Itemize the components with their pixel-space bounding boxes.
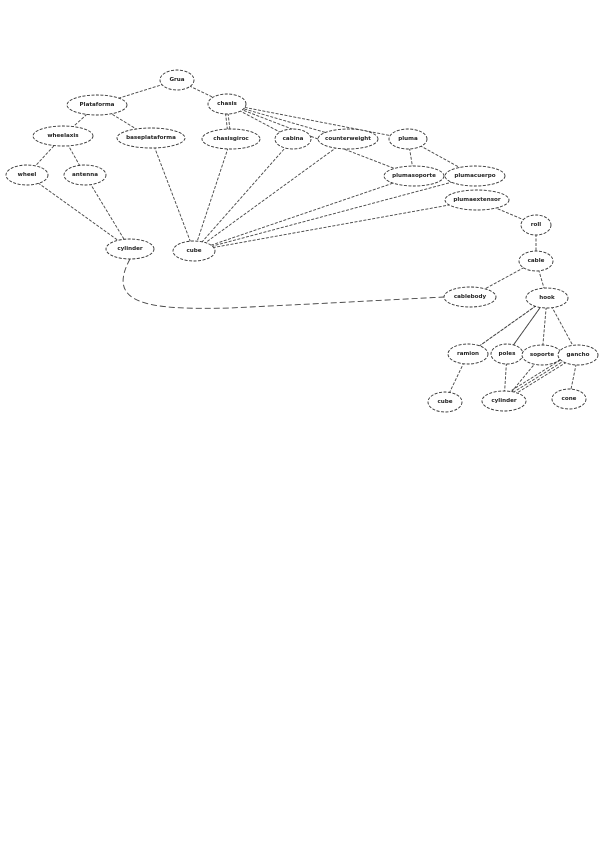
node-shape-grua <box>159 69 195 91</box>
node-shape-cabina <box>274 128 312 150</box>
node-label-cube1: cube <box>186 248 201 254</box>
node-shape-ramion <box>447 343 489 365</box>
node-shape-cable <box>518 250 554 272</box>
node-shape-pluma <box>388 128 428 150</box>
node-hook: hook <box>525 287 569 309</box>
node-wheelaxis: wheelaxis <box>32 125 94 147</box>
node-gancho: gancho <box>557 344 599 366</box>
node-label-cablebody: cablebody <box>454 294 487 300</box>
edge-chasisgiro-cube1 <box>193 138 232 252</box>
node-cube1: cube <box>172 240 216 262</box>
edge-cylinder1-cablebody <box>122 258 445 309</box>
node-cabina: cabina <box>274 128 312 150</box>
edge-ramion-hook <box>467 297 548 355</box>
node-shape-cylinder1 <box>105 238 155 260</box>
node-label-baseplataforma: baseplataforma <box>126 135 176 141</box>
node-label-gancho: gancho <box>567 352 590 358</box>
edge-chasis-cabina <box>226 103 294 140</box>
node-cylinder1: cylinder <box>105 238 155 260</box>
node-plumasoporte: plumasoporte <box>383 165 445 187</box>
node-shape-cube2 <box>427 391 463 413</box>
node-label-cylinder2: cylinder <box>491 398 517 404</box>
node-label-poles: poles <box>499 351 517 357</box>
node-shape-wheelaxis <box>32 125 94 147</box>
edge-chasis-pluma <box>226 103 409 140</box>
node-label-plumaextensor: plumaextensor <box>453 197 501 203</box>
node-label-wheel: wheel <box>18 172 37 178</box>
node-plumacuerpo: plumacuerpo <box>444 165 506 187</box>
node-shape-plumasoporte <box>383 165 445 187</box>
edge-baseplataforma-cube1 <box>150 137 195 252</box>
node-cone: cone <box>551 388 587 410</box>
edge-wheel-cylinder1 <box>26 174 131 250</box>
node-shape-cube1 <box>172 240 216 262</box>
node-label-cylinder1: cylinder <box>117 246 143 252</box>
node-counterweight: counterweight <box>317 128 379 150</box>
node-label-roll: roll <box>531 222 542 228</box>
node-label-counterweight: counterweight <box>325 136 371 142</box>
node-shape-chasis <box>207 93 247 115</box>
edge-poles-cylinder2 <box>503 353 508 402</box>
node-plataforma: Plataforma <box>66 94 128 116</box>
node-cube2: cube <box>427 391 463 413</box>
edge-hook-ramion <box>467 297 548 355</box>
node-label-chasisgiro: chasisgiroc <box>213 136 249 142</box>
node-cylinder2: cylinder <box>481 390 527 412</box>
node-shape-cone <box>551 388 587 410</box>
node-label-hook: hook <box>539 295 555 301</box>
node-shape-wheel <box>5 164 49 186</box>
node-label-ramion: ramion <box>457 351 479 357</box>
node-shape-gancho <box>557 344 599 366</box>
node-plumaextensor: plumaextensor <box>444 189 510 211</box>
node-label-plumasoporte: plumasoporte <box>392 173 436 179</box>
node-grua: Grua <box>159 69 195 91</box>
edge-cabina-cube1 <box>193 138 294 252</box>
node-shape-antenna <box>63 164 107 186</box>
node-shape-plataforma <box>66 94 128 116</box>
node-shape-cablebody <box>443 286 497 308</box>
edges-layer <box>26 79 579 403</box>
node-shape-plumaextensor <box>444 189 510 211</box>
node-label-pluma: pluma <box>398 136 418 142</box>
node-label-wheelaxis: wheelaxis <box>47 133 79 139</box>
node-ramion: ramion <box>447 343 489 365</box>
node-shape-cylinder2 <box>481 390 527 412</box>
node-baseplataforma: baseplataforma <box>116 127 186 149</box>
node-label-cone: cone <box>562 396 577 402</box>
node-antenna: antenna <box>63 164 107 186</box>
edge-plumaextensor-cube1 <box>193 199 478 252</box>
node-label-plumacuerpo: plumacuerpo <box>454 173 495 179</box>
node-label-cabina: cabina <box>283 136 304 142</box>
node-roll: roll <box>520 214 552 236</box>
node-soporte: soporte <box>521 344 563 366</box>
node-cable: cable <box>518 250 554 272</box>
node-chasisgiro: chasisgiroc <box>201 128 261 150</box>
edge-plumasoporte-cube1 <box>193 175 415 252</box>
node-label-cube2: cube <box>437 399 452 405</box>
node-shape-hook <box>525 287 569 309</box>
node-poles: poles <box>490 343 524 365</box>
node-shape-counterweight <box>317 128 379 150</box>
node-pluma: pluma <box>388 128 428 150</box>
edge-counterweight-cube1 <box>193 138 349 252</box>
node-chasis: chasis <box>207 93 247 115</box>
node-shape-chasisgiro <box>201 128 261 150</box>
node-shape-plumacuerpo <box>444 165 506 187</box>
node-wheel: wheel <box>5 164 49 186</box>
node-label-grua: Grua <box>169 77 184 83</box>
node-label-plataforma: Plataforma <box>80 102 115 108</box>
node-label-antenna: antenna <box>72 172 98 178</box>
edge-antenna-cylinder1 <box>84 174 131 250</box>
edge-plumacuerpo-cube1 <box>193 175 476 252</box>
node-label-soporte: soporte <box>530 352 554 358</box>
node-label-chasis: chasis <box>217 101 237 107</box>
edge-cable-cablebody <box>469 260 537 298</box>
node-shape-baseplataforma <box>116 127 186 149</box>
node-shape-roll <box>520 214 552 236</box>
node-cablebody: cablebody <box>443 286 497 308</box>
node-label-cable: cable <box>528 258 545 264</box>
